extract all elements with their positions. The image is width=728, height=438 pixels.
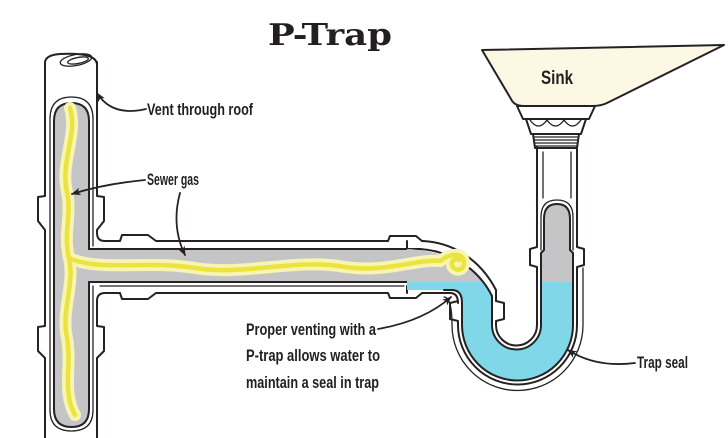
trap-water	[407, 282, 573, 381]
sink	[481, 44, 725, 199]
trap-interior-gas-space	[407, 249, 573, 282]
tailpiece-cutaway-ring	[540, 199, 574, 251]
vent-stack-top-rim	[59, 53, 93, 67]
vent-leader-arrow	[96, 92, 147, 112]
note-line-1: Proper venting with a	[246, 320, 376, 339]
note-leader-arrow	[377, 296, 452, 330]
drain-flange	[516, 105, 596, 120]
vent-stack-left-wall	[37, 61, 46, 438]
note-line-3: maintain a seal in trap	[246, 373, 379, 392]
tailpiece-dome-outline	[540, 203, 574, 283]
tailpiece-interior-dome	[541, 204, 573, 282]
trap-interior-outline-right	[443, 281, 574, 382]
sewer-gas-label: Sewer gas	[147, 170, 199, 189]
sink-basin	[481, 44, 725, 107]
trap-seal-label: Trap seal	[637, 353, 688, 372]
thread-lines	[533, 136, 579, 147]
trap-seal-leader-arrow	[567, 349, 636, 365]
drain-bottom-wall	[96, 292, 459, 438]
vent-stack-right-wall-and-drain-top	[96, 61, 425, 242]
trap-outer-inner-side	[421, 146, 538, 347]
vent-label: Vent through roof	[147, 100, 253, 119]
sewer-gas-line-horizontal	[66, 252, 467, 273]
tailpiece-inner-walls	[542, 151, 572, 199]
page-title: P-Trap	[268, 18, 392, 53]
note-line-2: P-trap allows water to	[246, 346, 380, 365]
sewer-gas-flow	[59, 102, 471, 421]
sink-label: Sink	[541, 68, 573, 89]
trap-outer-outer-side	[449, 146, 585, 386]
trap-far-wall-line	[443, 267, 584, 392]
locknut-scallops	[529, 119, 582, 127]
drain-interior-edges	[88, 248, 447, 283]
annotations: P-Trap Vent through roof Sewer gas Sink …	[71, 18, 688, 392]
p-trap	[407, 146, 585, 392]
vent-stack-top-opening	[67, 56, 89, 65]
vent-stack-cutaway-ring	[49, 96, 94, 432]
vent-stack-top-cap	[44, 52, 98, 66]
sewer-gas-leader-arrow-2	[175, 192, 186, 256]
vent-stack-interior-outline	[53, 102, 90, 428]
sewer-gas-leader-arrow-1	[71, 179, 146, 196]
